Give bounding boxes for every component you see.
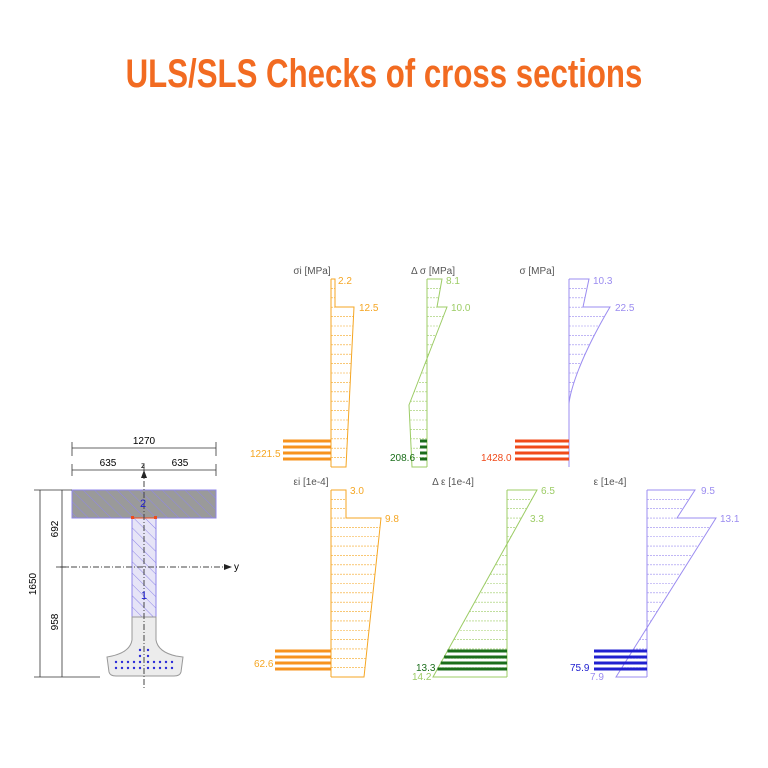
diagram-title-eps-i: εi [1e-4] <box>293 477 328 488</box>
delta-sigma-mid-value: 10.0 <box>451 303 471 314</box>
dim-width: 1270 <box>133 436 156 447</box>
bottom-bulb <box>106 616 184 677</box>
diagram-title-sigma-i: σi [MPa] <box>293 266 331 277</box>
diagram-title-delta-sigma: Δ σ [MPa] <box>411 266 455 277</box>
delta-eps-bottom-value: 14.2 <box>412 672 432 683</box>
sigma-i-mid-value: 12.5 <box>359 303 379 314</box>
dim-half-right: 635 <box>172 458 189 469</box>
part-2-label: 2 <box>140 498 146 510</box>
eps-mid-value: 13.1 <box>720 514 740 525</box>
diagram-title-sigma: σ [MPa] <box>519 266 554 277</box>
tendons <box>114 648 174 670</box>
diagram-title-eps: ε [1e-4] <box>594 477 627 488</box>
sigma-mid-value: 22.5 <box>615 303 635 314</box>
delta-eps-top-value: 6.5 <box>541 486 555 497</box>
delta-sigma-tendon-value: 208.6 <box>390 453 415 464</box>
eps-tendon-value: 75.9 <box>570 663 590 674</box>
eps-bottom-value: 7.9 <box>590 672 604 683</box>
eps-outline <box>615 489 717 678</box>
y-axis-label: y <box>234 562 239 573</box>
dim-height: 1650 <box>28 572 39 595</box>
delta-eps-tendon-value: 13.3 <box>416 663 436 674</box>
eps-top-value: 9.5 <box>701 486 715 497</box>
z-axis-label: z <box>141 461 145 470</box>
part-1-label: 1 <box>141 590 147 602</box>
sigma-top-value: 10.3 <box>593 276 613 287</box>
sigma-tendon-value: 1428.0 <box>481 453 512 464</box>
sigma_i-outline <box>331 278 355 468</box>
dim-top: 692 <box>50 520 61 537</box>
delta-sigma-top-value: 8.1 <box>446 276 460 287</box>
sigma-i-top-value: 2.2 <box>338 276 352 287</box>
delta_eps-outline <box>432 489 538 678</box>
eps_i-outline <box>331 489 382 678</box>
eps-i-mid-value: 9.8 <box>385 514 399 525</box>
sigma-i-tendon-value: 1221.5 <box>250 449 281 460</box>
eps-i-tendon-value: 62.6 <box>254 659 274 670</box>
eps-i-top-value: 3.0 <box>350 486 364 497</box>
dimension-lines <box>34 442 217 678</box>
page-title: ULS/SLS Checks of cross sections <box>125 52 643 96</box>
diagram-title-delta-eps: Δ ε [1e-4] <box>432 477 474 488</box>
delta-eps-mid-value: 3.3 <box>530 514 544 525</box>
dim-half-left: 635 <box>100 458 117 469</box>
dim-bottom: 958 <box>50 613 61 630</box>
delta_sigma-outline <box>408 278 448 468</box>
